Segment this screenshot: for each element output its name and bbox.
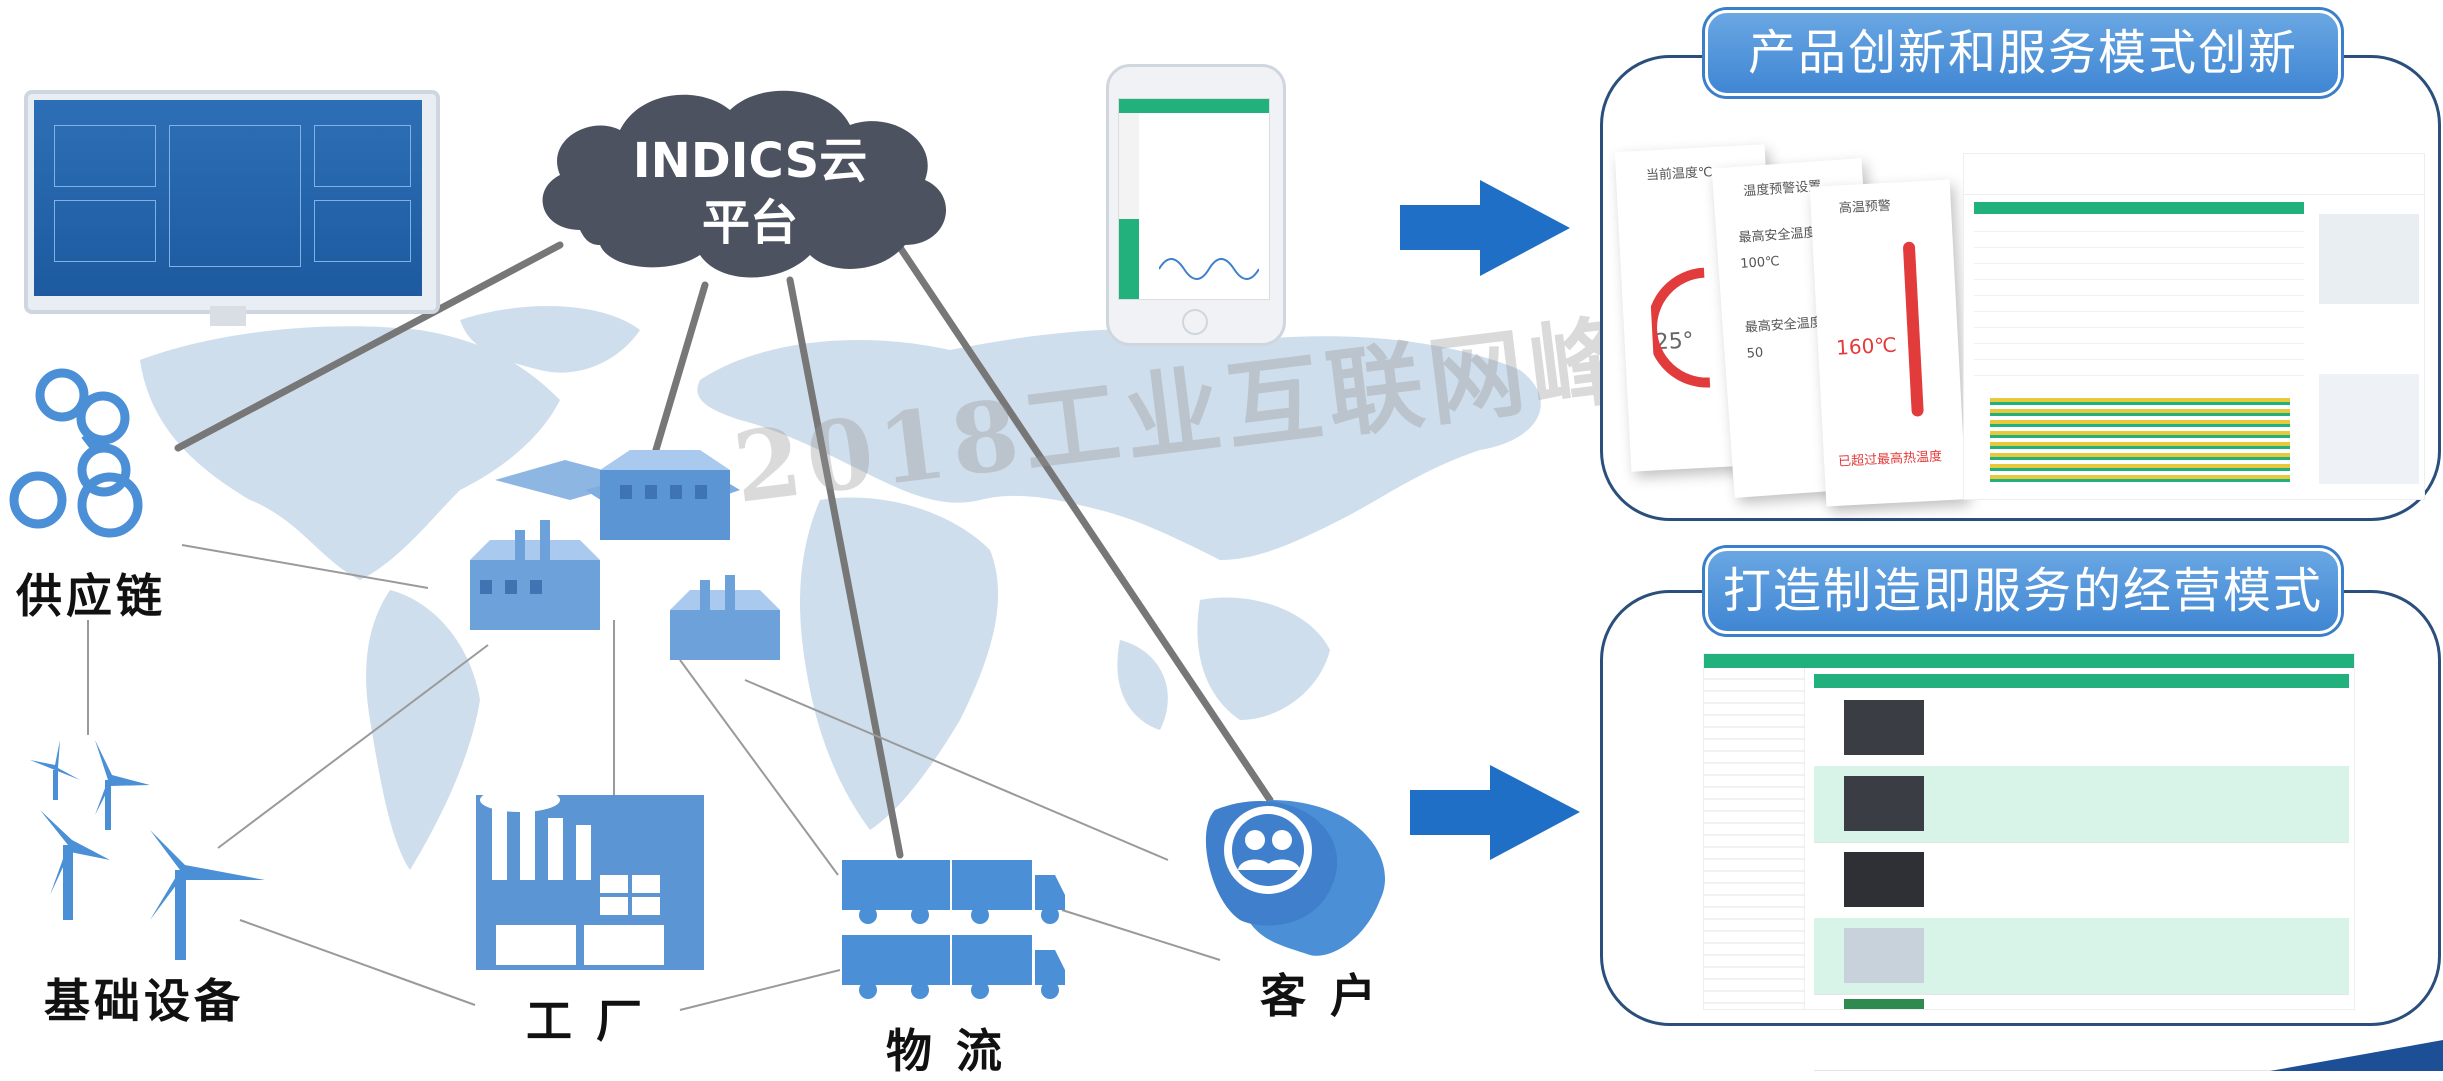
arrow-right-icon (1400, 180, 1580, 860)
product-innovation-panel: 当前温度℃ 25° 温度预警设置 最高安全温度℃ (0~ 100℃ 最高安全温度… (1600, 55, 2441, 521)
product-row (1814, 918, 2349, 995)
factory-cluster-icon (470, 450, 780, 660)
product-list-screen (1703, 653, 2355, 1071)
product-row (1814, 994, 2349, 1071)
customer-icon (1205, 800, 1386, 956)
node-connections (87, 544, 1221, 1011)
supply-chain-icon (9, 368, 143, 538)
sheet1-title: 当前温度℃ (1645, 165, 1713, 184)
factory-icon (476, 788, 704, 970)
sheet3-title: 高温预警 (1838, 198, 1892, 217)
world-map (140, 306, 1541, 870)
phone-device (1106, 64, 1286, 346)
cloud-platform-label: INDICS云 平台 (600, 130, 900, 254)
truck-icon (842, 860, 1065, 999)
temperature-gauge-screen: 当前温度℃ 25° (1614, 144, 1782, 472)
cloud-connections (174, 236, 1274, 859)
manufacturing-service-panel (1600, 590, 2441, 1071)
factory-label: 工 厂 (526, 994, 647, 1048)
product-row (1814, 766, 2349, 843)
sheet3-warning: 已超过最高热温度 (1837, 449, 1943, 470)
cloud-icon (542, 90, 947, 278)
corner-accent (2270, 1040, 2443, 1071)
sheet3-temp: 160℃ (1835, 332, 1898, 360)
wind-turbine-icon (30, 740, 265, 960)
product-row (1814, 690, 2349, 767)
sheet2-line2: 100℃ (1739, 254, 1781, 272)
cloud-label-line2: 平台 (701, 195, 798, 251)
sheet2-line4: 50 (1746, 345, 1764, 362)
cloud-label-line1: INDICS云 (632, 133, 868, 189)
product-innovation-title: 产品创新和服务模式创新 (1705, 10, 2341, 96)
supply-chain-label: 供应链 (16, 569, 166, 623)
monitor-screen (24, 90, 440, 330)
manufacturing-service-title: 打造制造即服务的经营模式 (1705, 548, 2341, 634)
equipment-dashboard (1963, 153, 2425, 500)
customer-label: 客 户 (1260, 969, 1381, 1023)
high-temperature-alert-screen: 高温预警 160℃ 已超过最高热温度 (1809, 179, 1967, 507)
product-row (1814, 842, 2349, 919)
logistics-label: 物 流 (886, 1024, 1007, 1078)
infrastructure-label: 基础设备 (44, 974, 244, 1028)
